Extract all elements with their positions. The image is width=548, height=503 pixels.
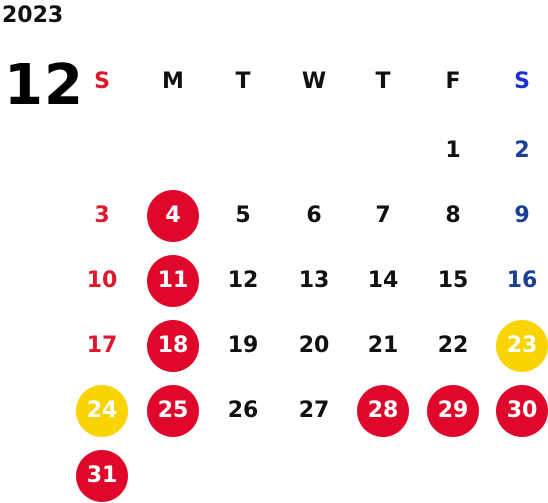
day-3[interactable]: 3 xyxy=(94,203,110,228)
day-30[interactable]: 30 xyxy=(496,385,548,437)
day-16[interactable]: 16 xyxy=(506,268,538,293)
day-7[interactable]: 7 xyxy=(375,203,391,228)
day-11[interactable]: 11 xyxy=(147,255,199,307)
day-29[interactable]: 29 xyxy=(427,385,479,437)
weekday-sunday: S xyxy=(94,69,110,94)
day-13[interactable]: 13 xyxy=(298,268,330,293)
day-4[interactable]: 4 xyxy=(147,190,199,242)
day-5[interactable]: 5 xyxy=(235,203,251,228)
day-10[interactable]: 10 xyxy=(86,268,118,293)
weekday-saturday: S xyxy=(514,69,530,94)
day-19[interactable]: 19 xyxy=(227,333,259,358)
month-number: 12 xyxy=(4,53,84,118)
day-1[interactable]: 1 xyxy=(445,138,461,163)
day-9[interactable]: 9 xyxy=(514,203,530,228)
day-27[interactable]: 27 xyxy=(298,398,330,423)
day-2[interactable]: 2 xyxy=(514,138,530,163)
day-31[interactable]: 31 xyxy=(76,450,128,502)
weekday-tuesday: T xyxy=(235,69,251,94)
day-20[interactable]: 20 xyxy=(298,333,330,358)
day-14[interactable]: 14 xyxy=(367,268,399,293)
day-26[interactable]: 26 xyxy=(227,398,259,423)
weekday-friday: F xyxy=(445,69,461,94)
day-8[interactable]: 8 xyxy=(445,203,461,228)
day-25[interactable]: 25 xyxy=(147,385,199,437)
day-17[interactable]: 17 xyxy=(86,333,118,358)
day-18[interactable]: 18 xyxy=(147,320,199,372)
weekday-monday: M xyxy=(162,69,184,94)
weekday-wednesday: W xyxy=(301,69,327,94)
day-28[interactable]: 28 xyxy=(357,385,409,437)
day-12[interactable]: 12 xyxy=(227,268,259,293)
day-23[interactable]: 23 xyxy=(496,320,548,372)
weekday-thursday: T xyxy=(375,69,391,94)
year-label: 2023 xyxy=(2,3,64,28)
day-24[interactable]: 24 xyxy=(76,385,128,437)
day-15[interactable]: 15 xyxy=(437,268,469,293)
day-6[interactable]: 6 xyxy=(306,203,322,228)
day-21[interactable]: 21 xyxy=(367,333,399,358)
day-22[interactable]: 22 xyxy=(437,333,469,358)
